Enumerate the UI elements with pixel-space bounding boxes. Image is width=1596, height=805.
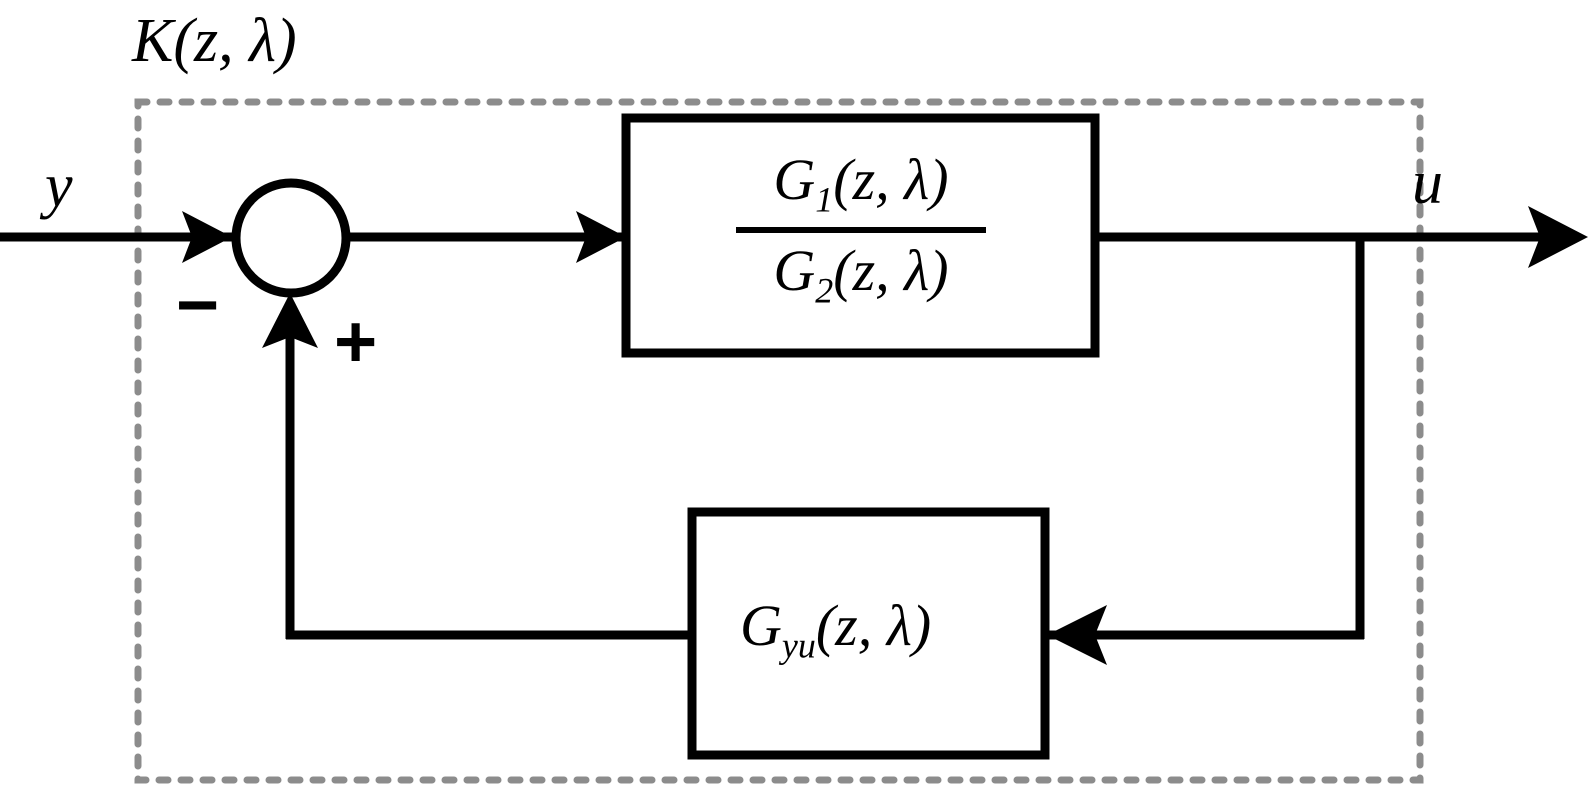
feedback-args: (z, λ) [815,593,932,658]
numerator-symbol: G [773,147,816,212]
numerator-args: (z, λ) [833,147,949,212]
summing-junction-circle [231,178,351,298]
fraction-bar [736,226,986,233]
summing-junction-plus-sign: + [334,300,378,383]
fraction-denominator: G2(z, λ) [736,237,986,312]
denominator-symbol: G [773,237,816,303]
denominator-subscript: 2 [815,270,834,311]
output-signal-label: u [1412,149,1443,217]
forward-block-rect [621,113,1100,358]
controller-title-label: K(z, λ) [132,7,297,75]
arrowhead-output-u [1528,206,1588,268]
arrowhead-into-feedback-block [1047,605,1107,665]
feedback-block-rect [687,507,1050,760]
feedback-subscript: yu [781,625,816,666]
controller-boundary [134,98,1424,784]
arrowhead-into-forward-block [576,211,626,263]
feedback-symbol: G [740,593,782,658]
feedback-block-label: Gyu(z, λ) [740,597,931,665]
arrowhead-into-sum [182,211,232,263]
fraction-numerator: G1(z, λ) [736,146,986,221]
forward-block-fraction: G1(z, λ) G2(z, λ) [736,146,986,311]
denominator-args: (z, λ) [833,237,949,303]
summing-junction-minus-sign: − [176,263,220,346]
numerator-subscript: 1 [815,179,834,220]
arrowhead-into-sum-bottom [262,293,318,348]
input-signal-label: y [45,152,73,220]
